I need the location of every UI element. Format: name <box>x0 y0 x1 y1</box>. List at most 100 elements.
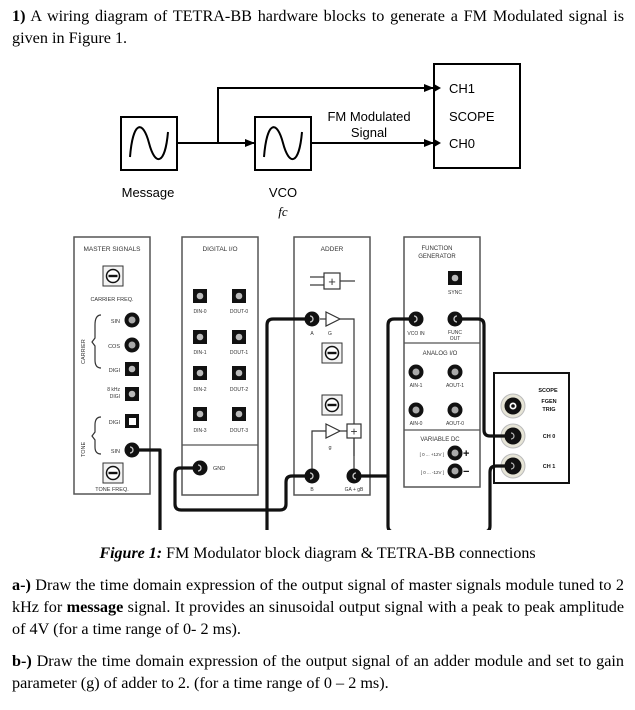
vco-block: VCO fc <box>254 116 312 219</box>
8khz-digi-jack[interactable] <box>125 387 139 401</box>
aout1-jack[interactable] <box>447 364 463 380</box>
master-signals-module: MASTER SIGNALS CARRIER FREQ. CARRIER SIN… <box>73 236 151 495</box>
cable-func-out-to-scope-ch0 <box>462 317 505 438</box>
adder-title: ADDER <box>321 246 344 253</box>
tone-group-label: TONE <box>81 441 87 457</box>
question-b-label: b-) <box>12 652 32 670</box>
carrier-group-label: CARRIER <box>81 339 87 364</box>
dout2-label: DOUT-2 <box>230 387 249 393</box>
question-a-text-2: signal. It provides an sinusoidal output… <box>12 598 625 638</box>
din0-jack[interactable] <box>193 289 207 303</box>
ain0-label: AIN-0 <box>410 421 423 427</box>
cable-adder-out-to-scope-ch1 <box>386 464 505 530</box>
din3-label: DIN-3 <box>193 428 206 434</box>
variable-dc-neg-jack[interactable] <box>447 463 463 479</box>
vco-label: VCO <box>269 185 297 200</box>
scope-ch0-label: CH0 <box>449 136 475 151</box>
master-signals-title: MASTER SIGNALS <box>83 246 141 253</box>
svg-text:+: + <box>350 425 357 439</box>
dout1-label: DOUT-1 <box>230 350 249 356</box>
message-block: Message <box>120 116 178 200</box>
question-b: b-) Draw the time domain expression of t… <box>12 650 624 694</box>
carrier-digi-label: DIGI <box>109 368 121 374</box>
question-a: a-) Draw the time domain expression of t… <box>12 574 624 640</box>
cable-adder-out-to-vco-in <box>361 317 409 478</box>
adder-input-b-jack[interactable] <box>303 467 321 485</box>
message-label: Message <box>122 185 175 200</box>
analog-io-title: ANALOG I/O <box>423 351 458 357</box>
wires <box>177 84 434 147</box>
function-generator-title-2: GENERATOR <box>418 254 456 260</box>
block-diagram: Message VCO fc FM Modulated Signal CH1 S… <box>120 63 521 219</box>
scope-label: SCOPE <box>449 109 495 124</box>
fgen-trig-label-2: TRIG <box>542 407 555 413</box>
function-generator-module: FUNCTION GENERATOR SYNC VCO IN FUNC OUT <box>403 236 481 488</box>
variable-dc-title: VARIABLE DC <box>420 437 460 443</box>
carrier-cos-jack[interactable] <box>124 337 140 353</box>
func-out-jack[interactable] <box>446 310 464 328</box>
din1-label: DIN-1 <box>193 350 206 356</box>
din3-jack[interactable] <box>193 407 207 421</box>
adder-input-a-jack[interactable] <box>303 310 321 328</box>
ain1-jack[interactable] <box>408 364 424 380</box>
adder-output-label: GA + gB <box>345 487 364 493</box>
vco-fc-label: fc <box>278 204 288 219</box>
adder-gain-g-upper-label: G <box>328 331 332 337</box>
dout2-jack[interactable] <box>232 366 246 380</box>
sine-wave-icon <box>263 126 303 161</box>
adder-output-jack[interactable] <box>345 467 363 485</box>
figure-caption-text: FM Modulator block diagram & TETRA-BB co… <box>162 545 536 562</box>
aout0-label: AOUT-0 <box>446 421 464 427</box>
gain-g-upper-icon <box>325 311 342 327</box>
fm-signal-label-2: Signal <box>351 125 387 140</box>
dout0-label: DOUT-0 <box>230 309 249 315</box>
tone-digi-label: DIGI <box>109 420 121 426</box>
8khz-label-2: DIGI <box>110 394 120 400</box>
tone-freq-knob[interactable] <box>102 462 124 484</box>
vco-in-jack[interactable] <box>407 310 425 328</box>
adder-input-a-label: A <box>310 331 314 337</box>
carrier-sin-jack[interactable] <box>124 312 140 328</box>
patch-cables <box>138 317 505 530</box>
sync-jack[interactable] <box>448 271 462 285</box>
scope-ch1-label: CH 1 <box>543 464 556 470</box>
dout1-jack[interactable] <box>232 330 246 344</box>
gnd-jack[interactable] <box>191 459 209 477</box>
tone-freq-label: TONE FREQ. <box>95 487 129 493</box>
func-out-label-2: OUT <box>450 336 461 342</box>
sync-label: SYNC <box>448 290 462 296</box>
scope-ch1-label: CH1 <box>449 81 475 96</box>
din1-jack[interactable] <box>193 330 207 344</box>
cable-gnd-to-adder-b <box>173 466 305 512</box>
variable-dc-pos-jack[interactable] <box>447 445 463 461</box>
gain-g-lower-knob[interactable] <box>321 394 343 416</box>
question-1-text: A wiring diagram of TETRA-BB hardware bl… <box>12 7 624 47</box>
digital-io-module: DIGITAL I/O DIN-0 DOUT-0 DIN-1 DOUT-1 DI… <box>181 236 259 496</box>
din2-jack[interactable] <box>193 366 207 380</box>
adder-module: ADDER + A G + g B GA + gB <box>293 236 371 496</box>
variable-dc-neg-range: [ 0 ... -12V ] <box>421 470 444 475</box>
aout0-jack[interactable] <box>447 402 463 418</box>
ain1-label: AIN-1 <box>410 383 423 389</box>
question-a-bold-word: message <box>66 598 124 616</box>
gain-g-upper-knob[interactable] <box>321 342 343 364</box>
digital-io-title: DIGITAL I/O <box>202 246 237 253</box>
question-b-text: Draw the time domain expression of the o… <box>12 652 624 692</box>
svg-text:+: + <box>328 274 336 289</box>
dout3-jack[interactable] <box>232 407 246 421</box>
dout0-jack[interactable] <box>232 289 246 303</box>
func-out-label-1: FUNC <box>448 330 462 336</box>
ain0-jack[interactable] <box>408 402 424 418</box>
tone-sin-jack[interactable] <box>123 441 141 459</box>
dout3-label: DOUT-3 <box>230 428 249 434</box>
variable-dc-module: VARIABLE DC [ 0 ... +12V ] + [ 0 ... -12… <box>420 437 469 479</box>
carrier-freq-knob[interactable] <box>102 265 124 287</box>
question-a-text-1: Draw the time domain expression of the o… <box>12 576 624 616</box>
scope-module: SCOPE FGEN TRIG CH 0 CH 1 <box>493 372 570 484</box>
carrier-digi-jack[interactable] <box>125 362 139 376</box>
sine-wave-icon <box>129 126 169 161</box>
fm-signal-label-1: FM Modulated <box>327 109 410 124</box>
din2-label: DIN-2 <box>193 387 206 393</box>
question-1-number: 1) <box>12 7 26 25</box>
figure-caption: Figure 1: FM Modulator block diagram & T… <box>0 545 635 563</box>
